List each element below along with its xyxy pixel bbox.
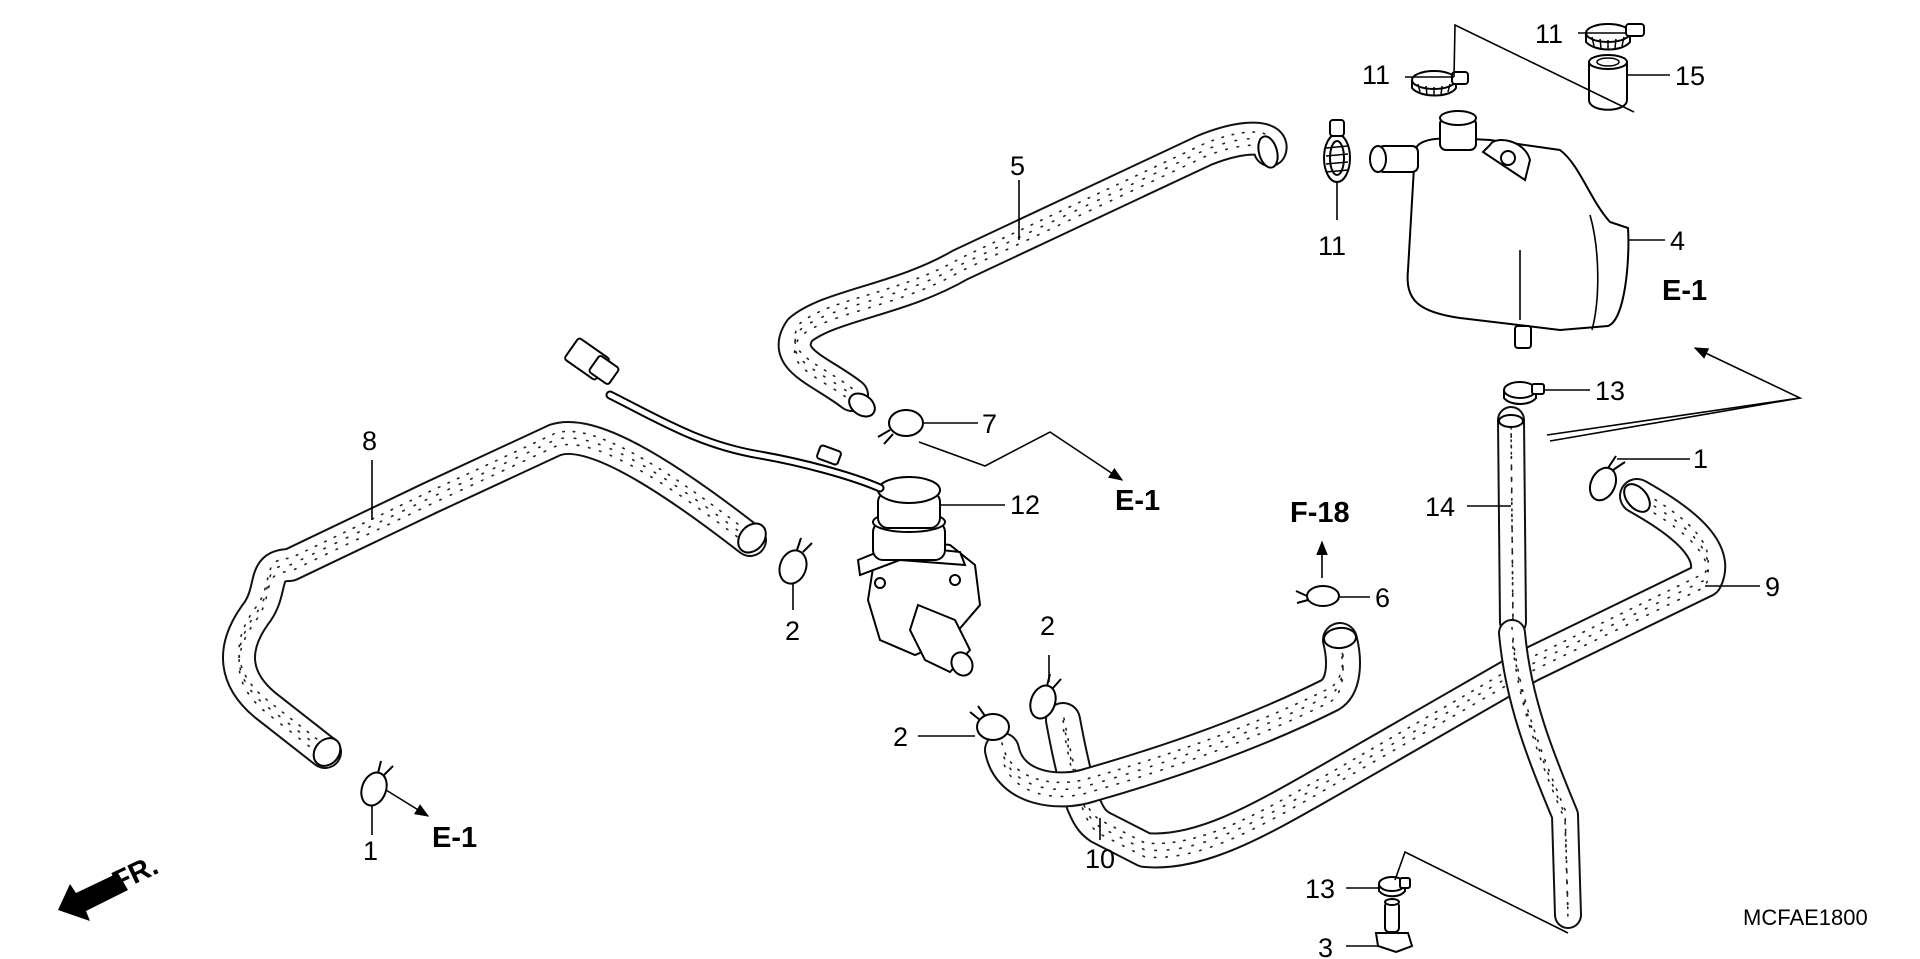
hose-9-end	[1623, 483, 1651, 513]
hose-10	[984, 622, 1361, 808]
reference-e1-b: E-1	[1662, 275, 1707, 307]
hose-8-end-right	[737, 522, 767, 554]
callout-3: 3	[1318, 933, 1333, 959]
hose-5	[777, 121, 1288, 412]
callout-14: 14	[1425, 492, 1455, 522]
clamp-13-upper	[1503, 381, 1545, 405]
hose-10-end	[1323, 626, 1357, 650]
hose-14-lower	[1498, 619, 1582, 929]
callout-5: 5	[1010, 151, 1025, 181]
callout-15: 15	[1675, 61, 1705, 91]
joint-3	[1374, 898, 1414, 954]
callout-7: 7	[982, 409, 997, 439]
callout-12: 12	[1010, 490, 1040, 520]
diagram-code: MCFAE1800	[1743, 905, 1868, 930]
hose-8-end-left	[312, 737, 342, 767]
callout-2-c: 2	[893, 722, 908, 752]
callout-10: 10	[1085, 844, 1115, 874]
reservoir-tank	[1369, 110, 1630, 349]
hose-clamp-11-c	[1323, 119, 1351, 183]
callout-11-c: 11	[1318, 231, 1346, 261]
front-direction-arrow: FR.	[58, 850, 163, 921]
callout-13-b: 13	[1305, 874, 1335, 904]
hose-9	[1045, 478, 1727, 869]
hose-5-end	[1257, 135, 1279, 169]
clip-7	[877, 409, 924, 445]
air-injection-valve	[564, 337, 982, 677]
hose-clamp-11-b	[1585, 23, 1645, 51]
clip-2-lower	[969, 705, 1010, 741]
hose-8	[222, 421, 767, 769]
clip-6	[1295, 585, 1340, 607]
hose-5-end-lower	[848, 392, 876, 418]
reference-f18: F-18	[1290, 497, 1350, 529]
clip-1-upper	[1588, 455, 1626, 502]
air-filter-15	[1588, 54, 1628, 111]
clamp-13-lower	[1378, 876, 1411, 898]
callout-2-b: 2	[1040, 611, 1055, 641]
callout-11-b: 11	[1535, 19, 1563, 49]
callout-8: 8	[362, 426, 377, 456]
clip-1-lower	[360, 760, 394, 807]
callout-2-a: 2	[785, 616, 800, 646]
callout-11-a: 11	[1362, 60, 1390, 90]
callout-1-b: 1	[363, 836, 378, 866]
hose-14-top	[1498, 414, 1524, 428]
callout-4: 4	[1670, 226, 1685, 256]
hose-clamp-11-a	[1411, 70, 1469, 97]
callout-9: 9	[1765, 572, 1780, 602]
callout-6: 6	[1375, 583, 1390, 613]
callout-13-a: 13	[1595, 376, 1625, 406]
leader-lines	[371, 23, 1803, 947]
reference-e1-c: E-1	[432, 822, 477, 854]
callout-1-a: 1	[1693, 444, 1708, 474]
hose-14	[1497, 406, 1527, 636]
reference-e1-a: E-1	[1115, 485, 1160, 517]
clip-2-valve	[778, 537, 813, 585]
